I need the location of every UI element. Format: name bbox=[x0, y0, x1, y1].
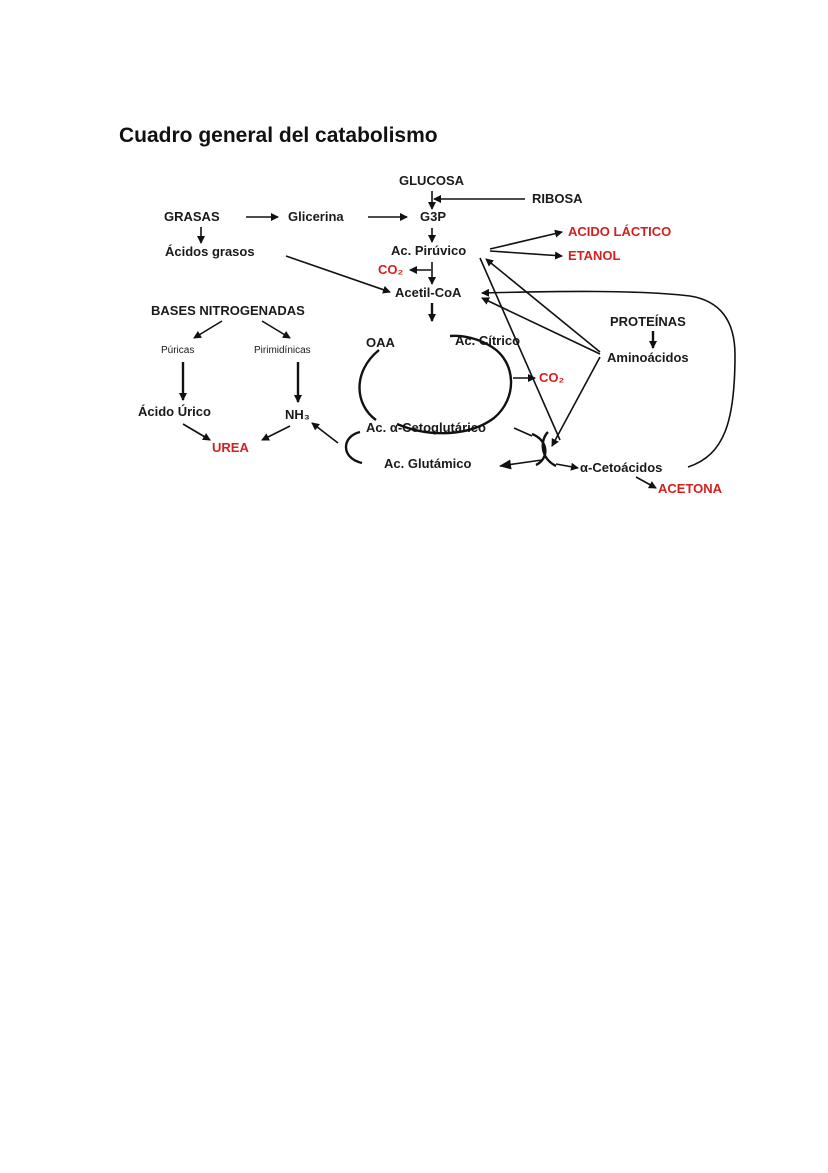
label-acetil-coa: Acetil-CoA bbox=[395, 285, 462, 300]
arrow-urico-urea bbox=[182, 423, 211, 441]
arrow-to-glutamico bbox=[499, 459, 543, 470]
label-cetoacidos: α-Cetoácidos bbox=[580, 460, 662, 475]
label-proteinas: PROTEÍNAS bbox=[610, 314, 686, 329]
label-g3p: G3P bbox=[420, 209, 446, 224]
arrow-bases-puricas bbox=[193, 320, 223, 339]
arrow-piruvico-lactico bbox=[489, 229, 563, 250]
label-acidos-grasos: Ácidos grasos bbox=[165, 244, 255, 259]
label-glucosa: GLUCOSA bbox=[399, 173, 465, 188]
arrow-to-cetoacidos bbox=[555, 462, 579, 471]
label-pirimidinicas: Pirimidínicas bbox=[254, 345, 311, 356]
arrow-cetoacidos-acetilcoa bbox=[481, 288, 736, 468]
label-acetona: ACETONA bbox=[658, 481, 723, 496]
page-title: Cuadro general del catabolismo bbox=[119, 124, 438, 147]
arrow-transamination-nh3 bbox=[311, 422, 339, 444]
arrow-piruvico-glutamico bbox=[479, 257, 561, 441]
transamination-right bbox=[531, 431, 557, 468]
label-bases-nitrogenadas: BASES NITROGENADAS bbox=[151, 303, 305, 318]
label-urea: UREA bbox=[212, 440, 249, 455]
arrow-cetoacidos-acetona bbox=[635, 476, 657, 489]
krebs-cycle bbox=[358, 334, 513, 435]
arrow-nh3-urea bbox=[261, 425, 291, 441]
arrow-cetoglutarico-bracket bbox=[513, 427, 533, 437]
label-ac-piruvico: Ac. Pirúvico bbox=[391, 243, 466, 258]
label-acido-urico: Ácido Úrico bbox=[138, 404, 211, 419]
arrow-aminoacidos-transamination bbox=[551, 356, 601, 447]
label-puricas: Púricas bbox=[161, 345, 194, 356]
label-nh3: NH₃ bbox=[285, 407, 310, 422]
arrow-piruvico-etanol bbox=[489, 250, 563, 260]
arrow-acidosgrasos-acetilcoa bbox=[285, 255, 391, 294]
label-acido-lactico: ACIDO LÁCTICO bbox=[568, 224, 671, 239]
label-co2-cycle: CO₂ bbox=[539, 370, 565, 385]
arrow-bases-pirimidinicas bbox=[261, 320, 291, 339]
arrow-aminoacidos-piruvico bbox=[485, 258, 601, 353]
label-etanol: ETANOL bbox=[568, 248, 621, 263]
label-co2-top: CO₂ bbox=[378, 262, 404, 277]
label-ribosa: RIBOSA bbox=[532, 191, 583, 206]
label-ac-glutamico: Ac. Glutámico bbox=[384, 456, 471, 471]
label-glicerina: Glicerina bbox=[288, 209, 344, 224]
label-oaa: OAA bbox=[366, 335, 396, 350]
label-aminoacidos: Aminoácidos bbox=[607, 350, 689, 365]
transamination-left bbox=[344, 430, 363, 465]
label-grasas: GRASAS bbox=[164, 209, 220, 224]
